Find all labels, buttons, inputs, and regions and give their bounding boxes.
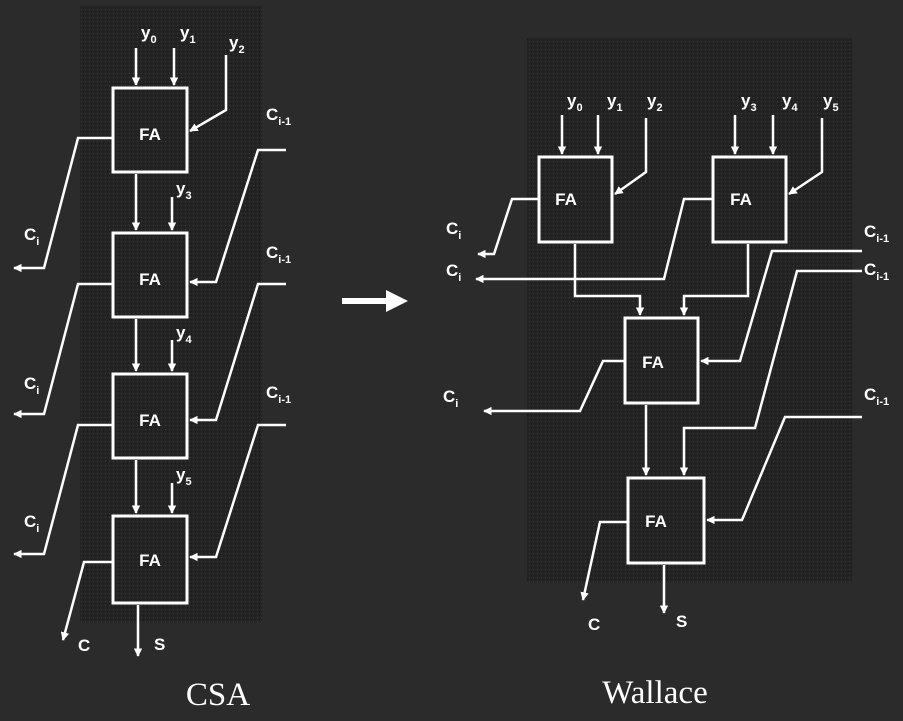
csa-input-y3-label: y3 bbox=[176, 179, 192, 202]
wallace-diagram bbox=[475, 115, 862, 614]
csa-fa-box-3 bbox=[111, 372, 189, 460]
wallace-carry-out-wire-2 bbox=[475, 197, 713, 284]
csa-carry-out-wire-1 bbox=[13, 136, 113, 273]
csa-fa-label-3: FA bbox=[139, 411, 161, 430]
csa-input-y2-label: y2 bbox=[229, 33, 245, 56]
transition-arrow bbox=[342, 290, 408, 312]
csa-carry-in-label-1: Ci-1 bbox=[266, 105, 291, 128]
wallace-carry-in-label-2: Ci-1 bbox=[864, 260, 889, 283]
wallace-input-y3-label: y3 bbox=[741, 91, 757, 114]
csa-input-y1-label: y1 bbox=[180, 23, 196, 46]
wallace-fa-label-3: FA bbox=[642, 353, 664, 372]
csa-carry-out-label-2: Ci bbox=[24, 374, 39, 397]
wallace-final-carry-wire bbox=[580, 520, 628, 601]
wallace-link-2-3 bbox=[679, 244, 750, 316]
csa-labels: FA FA FA FA y0 y1 y2 y3 y4 y5 Ci-1 Ci-1 … bbox=[24, 23, 291, 713]
wallace-carry-out-label-2: Ci bbox=[446, 261, 461, 284]
csa-title: CSA bbox=[186, 677, 250, 713]
wallace-input-y2-label: y2 bbox=[647, 91, 663, 114]
csa-carry-out-wire-2 bbox=[13, 282, 113, 419]
wallace-fa-box-4 bbox=[626, 476, 706, 565]
wallace-panel bbox=[527, 38, 852, 582]
csa-carry-in-wire-3 bbox=[189, 282, 286, 425]
csa-carry-in-label-2: Ci-1 bbox=[266, 243, 291, 266]
wallace-carry-in-label-1: Ci-1 bbox=[864, 222, 889, 245]
csa-final-carry-label: C bbox=[78, 636, 90, 655]
wallace-input-y5-label: y5 bbox=[823, 91, 839, 114]
csa-carry-in-wire-2 bbox=[189, 148, 286, 287]
csa-fa-box-4 bbox=[111, 514, 189, 605]
wallace-carry-out-label-3: Ci bbox=[443, 387, 458, 410]
wallace-carry-out-wire-1 bbox=[477, 197, 539, 259]
csa-carry-in-wire-4 bbox=[189, 423, 286, 562]
csa-carry-out-label-3: Ci bbox=[24, 512, 39, 535]
wallace-carry-out-wire-3 bbox=[483, 359, 625, 416]
csa-input-y2-wire bbox=[189, 55, 228, 133]
csa-input-y4-label: y4 bbox=[176, 323, 192, 346]
wallace-fa-label-4: FA bbox=[645, 512, 667, 531]
csa-fa-label-1: FA bbox=[139, 125, 161, 144]
csa-panel bbox=[80, 6, 262, 622]
csa-sum-label: S bbox=[154, 635, 165, 654]
csa-diagram bbox=[13, 48, 286, 657]
wallace-input-y2-wire bbox=[614, 118, 648, 196]
wallace-fa-label-1: FA bbox=[555, 190, 577, 209]
wallace-carry-in-wire-2 bbox=[679, 269, 862, 476]
wallace-labels: FA FA FA FA y0 y1 y2 y3 y4 y5 Ci Ci Ci C… bbox=[443, 91, 889, 711]
wallace-link-1-3 bbox=[573, 244, 645, 316]
csa-fa-label-2: FA bbox=[139, 270, 161, 289]
csa-fa-box-1 bbox=[111, 86, 189, 174]
wallace-carry-in-label-3: Ci-1 bbox=[864, 385, 889, 408]
wallace-input-y1-label: y1 bbox=[607, 91, 623, 114]
wallace-input-y4-label: y4 bbox=[782, 91, 798, 114]
csa-fa-label-4: FA bbox=[139, 551, 161, 570]
csa-input-y0-label: y0 bbox=[141, 23, 157, 46]
csa-input-y5-label: y5 bbox=[176, 465, 192, 488]
csa-final-carry-wire bbox=[60, 560, 113, 641]
wallace-carry-in-wire-3 bbox=[706, 415, 862, 525]
wallace-final-carry-label: C bbox=[588, 615, 600, 634]
csa-carry-out-label-1: Ci bbox=[24, 225, 39, 248]
csa-carry-out-wire-3 bbox=[13, 423, 113, 559]
wallace-carry-out-label-1: Ci bbox=[446, 219, 461, 242]
wallace-title: Wallace bbox=[602, 675, 707, 711]
csa-carry-in-label-3: Ci-1 bbox=[266, 383, 291, 406]
wallace-carry-in-wire-1 bbox=[700, 249, 862, 366]
wallace-input-y5-wire bbox=[788, 118, 824, 196]
csa-fa-box-2 bbox=[111, 231, 189, 319]
wallace-input-y0-label: y0 bbox=[567, 91, 583, 114]
wallace-fa-label-2: FA bbox=[730, 190, 752, 209]
wallace-sum-label: S bbox=[676, 612, 687, 631]
